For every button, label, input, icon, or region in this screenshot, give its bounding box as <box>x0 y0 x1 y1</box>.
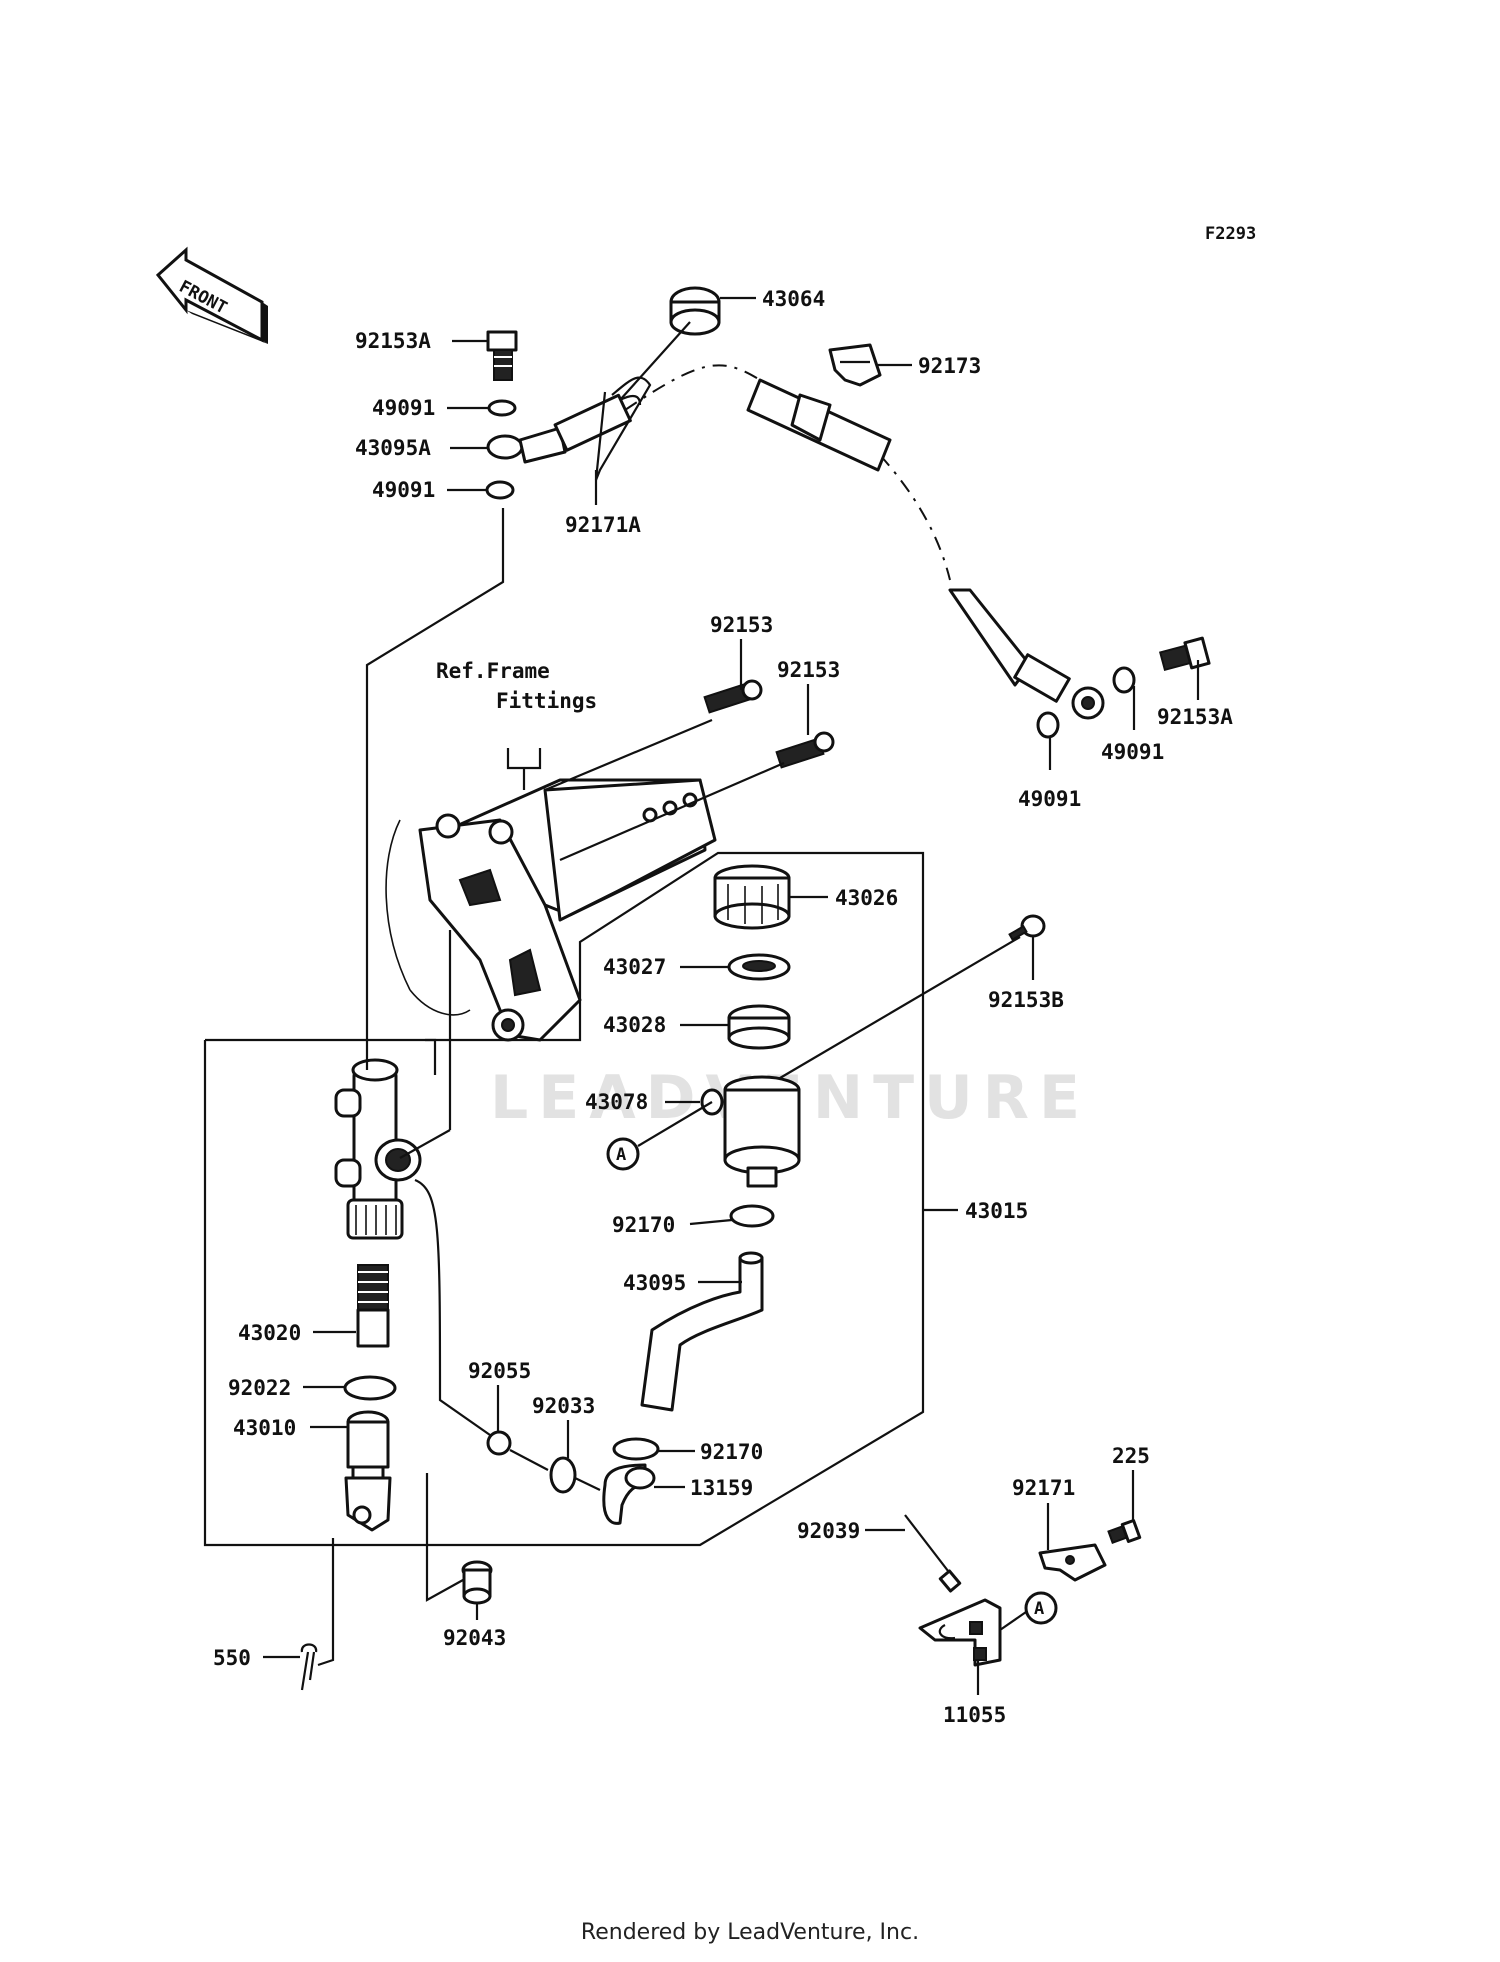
o-ring-92055-drawing <box>486 1430 512 1456</box>
washer-49091-right-b <box>1036 711 1060 739</box>
leader-mark-a-left <box>637 1101 713 1147</box>
part-label-92055: 92055 <box>468 1359 531 1383</box>
part-label-92033: 92033 <box>532 1394 595 1418</box>
circlip-92033-drawing <box>549 1456 577 1494</box>
circlip-92022-drawing <box>343 1375 397 1401</box>
part-label-13159: 13159 <box>690 1476 753 1500</box>
leader-bolt-92153-b <box>559 761 785 862</box>
part-label-92153-b: 92153 <box>777 658 840 682</box>
part-label-49091-right-a: 49091 <box>1101 740 1164 764</box>
hose-clamp-92170-upper-drawing <box>729 1204 775 1228</box>
clevis-pin-92043-drawing <box>461 1560 493 1605</box>
svg-text:A: A <box>1034 1599 1044 1619</box>
clevis-43010-drawing <box>344 1410 392 1532</box>
hose-dashed-right <box>879 454 951 581</box>
leader-clevis-pin <box>425 1473 464 1602</box>
ref-frame-label-line1: Ref.Frame <box>436 659 550 683</box>
switch-92039-drawing <box>904 1514 962 1593</box>
master-cylinder-body-drawing <box>334 1058 422 1240</box>
part-label-43028: 43028 <box>603 1013 666 1037</box>
part-label-49091-top: 49091 <box>372 396 435 420</box>
part-label-43027: 43027 <box>603 955 666 979</box>
leader-bolt-to-reservoir <box>779 936 1021 1079</box>
frame-fitting-drawing <box>385 778 717 1042</box>
pushrod-43020-drawing <box>356 1264 390 1348</box>
clip-92171A-hook <box>619 394 642 406</box>
part-label-49091-right-b: 49091 <box>1018 787 1081 811</box>
part-label-92153B: 92153B <box>988 988 1064 1012</box>
hose-clamp-92170-lower-drawing <box>612 1437 660 1461</box>
part-label-92022: 92022 <box>228 1376 291 1400</box>
leader-oring-to-circlip <box>509 1449 549 1471</box>
clamp-92173-drawing <box>828 343 882 387</box>
part-label-92153-a: 92153 <box>710 613 773 637</box>
leader-frame-to-port <box>399 1129 451 1159</box>
bolt-92153B-drawing <box>1008 914 1046 941</box>
part-label-92170-lower: 92170 <box>700 1440 763 1464</box>
part-label-49091-bottom: 49091 <box>372 478 435 502</box>
leader-mark-a-right <box>999 1611 1027 1631</box>
leader-circlip-to-elbow <box>574 1477 601 1491</box>
svg-text:A: A <box>616 1145 626 1165</box>
part-label-43095: 43095 <box>623 1271 686 1295</box>
banjo-fitting-43095A-drawing <box>486 393 632 464</box>
assembly-outline-43015 <box>203 851 925 1547</box>
part-label-550: 550 <box>213 1646 251 1670</box>
part-label-43015: 43015 <box>965 1199 1028 1223</box>
part-label-92171: 92171 <box>1012 1476 1075 1500</box>
part-label-43095A: 43095A <box>355 436 431 460</box>
part-label-43010: 43010 <box>233 1416 296 1440</box>
hose-43095-drawing <box>640 1251 764 1412</box>
washer-49091-bottom <box>485 480 515 500</box>
leader-upper-to-body <box>365 508 505 1070</box>
part-label-43064: 43064 <box>762 287 825 311</box>
part-label-43078: 43078 <box>585 1090 648 1114</box>
washer-49091-top <box>487 399 517 417</box>
plate-43027-drawing <box>727 953 791 981</box>
hose-sleeve-drawing <box>746 378 892 472</box>
part-label-92170-upper: 92170 <box>612 1213 675 1237</box>
front-arrow-icon: FRONT <box>155 246 268 344</box>
part-label-92043: 92043 <box>443 1626 506 1650</box>
part-label-225: 225 <box>1112 1444 1150 1468</box>
upper-bolt-92153A-drawing <box>486 330 518 381</box>
part-label-92153A-right: 92153A <box>1157 705 1233 729</box>
grommet-43064-drawing <box>669 286 721 336</box>
bracket-92171-drawing <box>1038 1543 1107 1582</box>
part-label-92171A: 92171A <box>565 513 641 537</box>
elbow-13159-drawing <box>602 1463 656 1525</box>
screw-225-drawing <box>1107 1518 1142 1544</box>
leader-frame-to-body <box>425 1038 437 1075</box>
reservoir-43078-drawing <box>700 1075 801 1188</box>
washer-49091-right-a <box>1112 666 1136 694</box>
reference-mark-a-left: A <box>606 1137 640 1171</box>
part-label-43026: 43026 <box>835 886 898 910</box>
hose-dashed-top <box>624 364 761 411</box>
part-label-43020: 43020 <box>238 1321 301 1345</box>
diagram-code: F2293 <box>1205 224 1256 244</box>
leader-cotter-pin <box>317 1538 335 1667</box>
leader-body-to-oring <box>414 1178 491 1436</box>
part-label-11055: 11055 <box>943 1703 1006 1727</box>
leader-43064-grommet <box>619 321 691 401</box>
bolt-92153A-right-drawing <box>1158 636 1211 672</box>
part-label-92039: 92039 <box>797 1519 860 1543</box>
footer-credit: Rendered by LeadVenture, Inc. <box>580 1920 920 1945</box>
leader-92170-upper <box>689 1218 733 1226</box>
reference-mark-a-right: A <box>1024 1591 1058 1625</box>
part-label-92173: 92173 <box>918 354 981 378</box>
ref-frame-label-line2: Fittings <box>496 689 597 713</box>
leader-bolt-92153-a <box>544 718 713 792</box>
cotter-pin-550-drawing <box>300 1643 318 1691</box>
part-label-92153A: 92153A <box>355 329 431 353</box>
bolt-92153-a-drawing <box>703 679 763 714</box>
diaphragm-43028-drawing <box>727 1004 791 1050</box>
reservoir-cap-43026-drawing <box>713 864 791 930</box>
bracket-11055-drawing <box>918 1598 1002 1667</box>
ref-bracket <box>506 748 542 790</box>
bolt-92153-b-drawing <box>775 731 835 769</box>
hose-lower-right-drawing <box>948 588 1105 720</box>
